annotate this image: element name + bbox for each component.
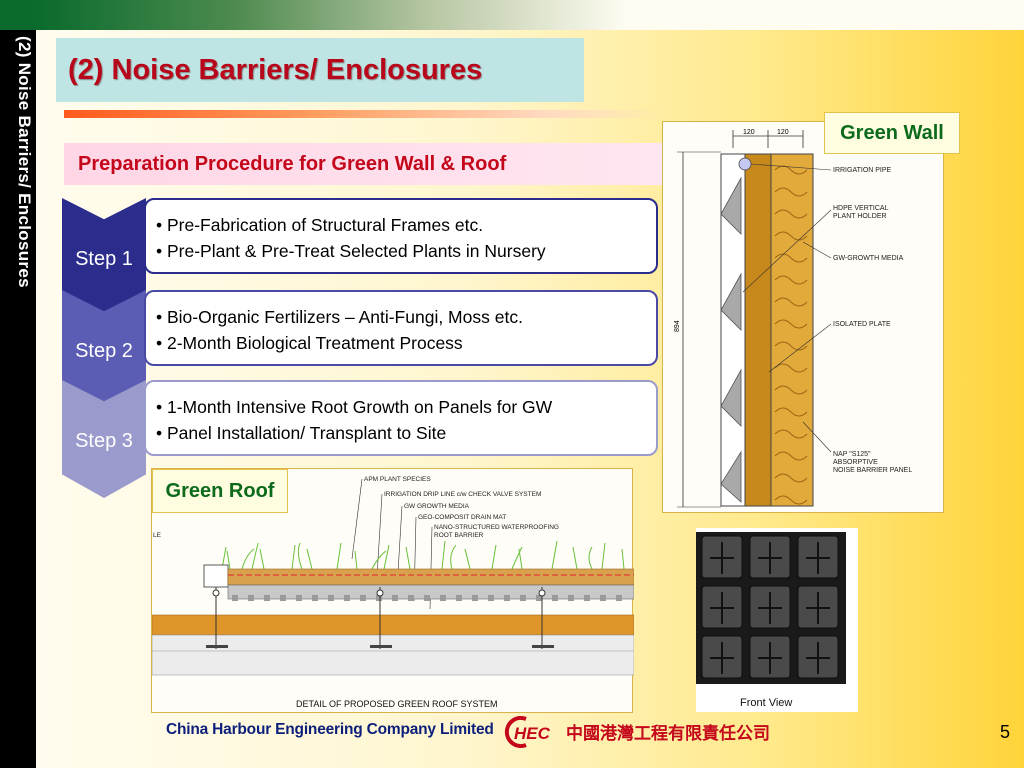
step-3-label: Step 3 [75,429,133,452]
step-3-line-1: • 1-Month Intensive Root Growth on Panel… [156,397,553,417]
gr-annotation-plant-species: APM PLANT SPECIES [364,476,431,483]
step-1-chevron: Step 1 [62,198,146,316]
gw-annotation-noise-barrier-panel: NOISE BARRIER PANEL [833,467,912,474]
green-wall-section-svg: 120 120 894 [674,129,912,508]
step-2-label: Step 2 [75,339,133,362]
gr-annotation-waterproofing: NANO-STRUCTURED WATERPROOFING [434,524,559,531]
green-roof-label: Green Roof [165,479,275,502]
subtitle: Preparation Procedure for Green Wall & R… [78,152,507,175]
footer-company-name: China Harbour Engineering Company Limite… [166,721,494,738]
green-roof-caption: DETAIL OF PROPOSED GREEN ROOF SYSTEM [296,699,498,709]
step-1-line-2: • Pre-Plant & Pre-Treat Selected Plants … [156,241,546,261]
gw-annotation-isolated-plate: ISOLATED PLATE [833,321,891,328]
hec-logo-text: HEC [514,724,551,743]
gw-annotation-plant-holder: PLANT HOLDER [833,213,887,220]
step-2-line-1: • Bio-Organic Fertilizers – Anti-Fungi, … [156,307,523,327]
gw-annotation-irrigation-pipe: IRRIGATION PIPE [833,167,892,174]
step-1-line-1: • Pre-Fabrication of Structural Frames e… [156,215,484,235]
step-2-box: • Bio-Organic Fertilizers – Anti-Fungi, … [144,290,658,366]
title-box: (2) Noise Barriers/ Enclosures [56,38,584,102]
height-dim-label: 894 [674,320,681,332]
page-number: 5 [1000,722,1011,742]
gr-annotation-growth-media: GW GROWTH MEDIA [404,503,470,510]
title-underline [64,110,664,118]
step-1-label: Step 1 [75,247,133,270]
gr-edge-mark: LE [153,532,162,539]
green-wall-drawing: 120 120 894 [662,121,944,513]
hec-logo: HEC [504,716,551,748]
page-title: (2) Noise Barriers/ Enclosures [68,53,483,86]
gw-annotation-hdpe: HDPE VERTICAL [833,205,889,212]
green-roof-label-box: Green Roof [152,469,288,513]
dim-label-2: 120 [777,129,789,136]
front-view-photo: Front View [696,528,858,712]
step-3-box: • 1-Month Intensive Root Growth on Panel… [144,380,658,456]
step-3-chevron: Step 3 [62,380,146,498]
green-roof-section-svg: APM PLANT SPECIES IRRIGATION DRIP LINE c… [151,476,635,709]
planter-grid-image: Front View [696,532,846,709]
gr-annotation-drain-mat: GEO-COMPOSIT DRAIN MAT [418,514,506,521]
step-3-line-2: • Panel Installation/ Transplant to Site [156,423,447,443]
gw-annotation-absorptive: ABSORPTIVE [833,459,878,466]
step-2-line-2: • 2-Month Biological Treatment Process [156,333,463,353]
front-view-caption: Front View [740,697,792,709]
side-section-label: (2) Noise Barriers/ Enclosures [15,36,34,288]
footer-chinese-name: 中國港灣工程有限責任公司 [566,724,770,744]
gw-annotation-growth-media: GW-GROWTH MEDIA [833,255,904,262]
step-1-box: • Pre-Fabrication of Structural Frames e… [144,198,658,274]
green-wall-label-box: Green Wall [824,112,960,154]
top-gradient-strip [36,0,1024,30]
gw-annotation-nap: NAP "S125" [833,451,871,458]
green-wall-label: Green Wall [840,121,944,144]
gr-annotation-root-barrier: ROOT BARRIER [434,532,484,539]
dim-label-1: 120 [743,129,755,136]
subtitle-box: Preparation Procedure for Green Wall & R… [64,143,662,185]
green-roof-drawing: APM PLANT SPECIES IRRIGATION DRIP LINE c… [151,468,635,713]
gr-annotation-irrigation: IRRIGATION DRIP LINE c/w CHECK VALVE SYS… [384,491,541,498]
